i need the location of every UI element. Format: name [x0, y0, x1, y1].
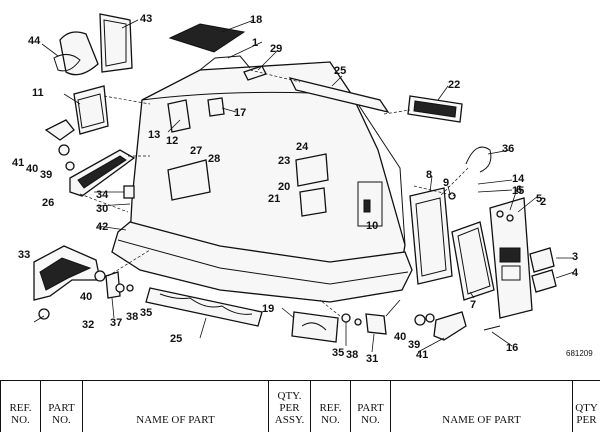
callout-35-right: 35 [332, 347, 344, 359]
callout-37: 37 [110, 317, 122, 329]
callout-38-left: 38 [126, 311, 138, 323]
callout-11: 11 [32, 87, 44, 99]
callout-10: 10 [366, 220, 378, 232]
right-side-parts [409, 146, 557, 319]
callout-2: 2 [540, 196, 546, 208]
callout-24: 24 [296, 141, 309, 153]
parts-list-table: REF. NO. PART NO. NAME OF PART QTY. PER … [0, 380, 600, 432]
top-cover-parts [53, 13, 463, 123]
callout-25-top: 25 [334, 65, 346, 77]
callout-29: 29 [270, 43, 282, 55]
callout-15: 15 [512, 185, 524, 197]
leader-lines [33, 19, 575, 353]
header-part-no-2: PART NO. [350, 380, 391, 432]
callout-35-left: 35 [140, 307, 152, 319]
callout-14: 14 [512, 173, 525, 185]
engine-cover [111, 55, 413, 303]
assembly-lines [79, 69, 469, 317]
header-name-of-part-2: NAME OF PART [390, 380, 573, 432]
callout-26: 26 [42, 197, 54, 209]
callout-7: 7 [470, 299, 476, 311]
callout-30: 30 [96, 203, 108, 215]
callout-5: 5 [536, 193, 542, 205]
callout-33: 33 [18, 249, 30, 261]
callout-6: 6 [516, 184, 522, 196]
callout-23: 23 [278, 155, 290, 167]
callout-28: 28 [208, 153, 220, 165]
callout-44: 44 [28, 35, 41, 47]
callout-43: 43 [140, 13, 152, 25]
header-name-of-part: NAME OF PART [82, 380, 269, 432]
callout-9: 9 [443, 177, 449, 189]
callout-4: 4 [572, 267, 579, 279]
callout-8: 8 [426, 169, 432, 181]
callout-40-right: 40 [394, 331, 406, 343]
table-header-row: REF. NO. PART NO. NAME OF PART QTY. PER … [0, 380, 600, 432]
callout-32: 32 [82, 319, 94, 331]
callout-19: 19 [262, 303, 274, 315]
callout-41-right: 41 [416, 349, 428, 361]
callout-36: 36 [502, 143, 514, 155]
callout-21: 21 [268, 193, 280, 205]
callout-40-upper-left: 40 [26, 163, 38, 175]
callout-16: 16 [506, 342, 518, 354]
callout-31: 31 [366, 353, 378, 365]
lower-left-bracket [33, 245, 134, 320]
callout-12: 12 [166, 135, 178, 147]
callout-18: 18 [250, 14, 262, 26]
callout-39-right: 39 [408, 339, 420, 351]
callout-42: 42 [96, 221, 108, 233]
callout-1: 1 [252, 37, 258, 49]
callout-numbers: 1 2 3 4 5 6 7 8 9 10 11 12 13 14 15 16 1… [12, 13, 593, 365]
callout-17: 17 [234, 107, 246, 119]
callout-27: 27 [190, 145, 202, 157]
drawing-number: 681209 [566, 349, 593, 358]
callout-39-left: 39 [40, 169, 52, 181]
callout-13: 13 [148, 129, 160, 141]
callout-40-lower-left: 40 [80, 291, 92, 303]
header-qty-per-2: QTY PER [572, 380, 600, 432]
header-part-no: PART NO. [40, 380, 83, 432]
lower-right-hardware [341, 311, 501, 341]
exploded-parts-diagram: 1 2 3 4 5 6 7 8 9 10 11 12 13 14 15 16 1… [12, 13, 593, 365]
callout-25-bottom: 25 [170, 333, 182, 345]
callout-22: 22 [448, 79, 460, 91]
callout-20: 20 [278, 181, 290, 193]
callout-3: 3 [572, 251, 578, 263]
left-side-parts [44, 85, 329, 217]
header-ref-no: REF. NO. [0, 380, 41, 432]
johnson-nameplate [145, 287, 339, 343]
callout-41-left: 41 [12, 157, 24, 169]
callout-34: 34 [96, 189, 109, 201]
callout-38-right: 38 [346, 349, 358, 361]
header-qty-per-assy: QTY. PER ASSY. [268, 380, 311, 432]
header-ref-no-2: REF. NO. [310, 380, 351, 432]
